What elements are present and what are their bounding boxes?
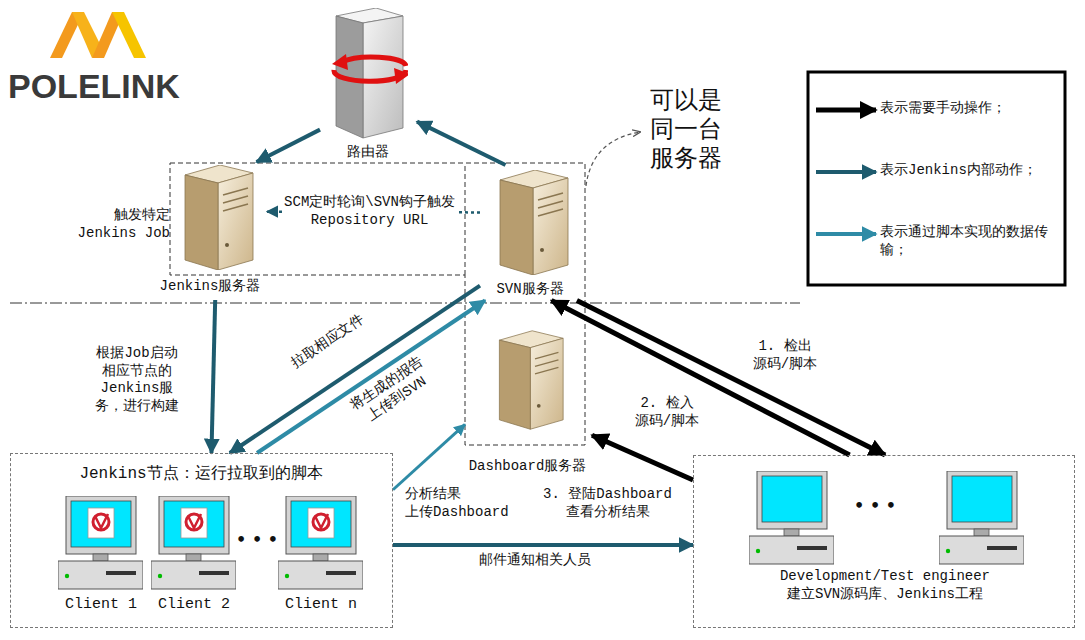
drawing-part	[939, 471, 1024, 564]
node-label: Client n	[276, 596, 366, 615]
computer-icon	[175, 165, 255, 270]
node-label: Client 1	[56, 596, 146, 615]
flow-arrow	[257, 130, 320, 162]
flow-arrow	[551, 301, 849, 456]
node-label: Jenkins服务器	[155, 278, 265, 296]
node-label: Jenkins节点：运行拉取到的脚本	[11, 464, 391, 484]
flow-arrow	[577, 301, 885, 456]
drawing-part	[278, 496, 363, 589]
router-node: 路由器	[320, 8, 417, 168]
edge-label: 2. 检入 源码/脚本	[632, 395, 702, 430]
flow-arrow	[257, 301, 485, 454]
jenkins-node-group: Jenkins节点：运行拉取到的脚本 Client 1Client 2 Client…	[10, 453, 393, 628]
node-label: Dashboard服务器	[465, 458, 590, 476]
client-computer: Client n	[276, 496, 368, 618]
note-text: 可以是同一台服务器	[650, 86, 730, 172]
computer-icon	[58, 496, 143, 591]
drawing-part	[151, 496, 236, 589]
drawing-part	[170, 163, 585, 445]
drawing-part	[500, 170, 568, 275]
ellipsis-mark: • • •	[232, 530, 282, 549]
node-label: SVN服务器	[480, 281, 580, 299]
logo-text: POLELINK	[8, 66, 208, 107]
dashed-groups	[170, 163, 585, 445]
computer-icon	[490, 170, 570, 275]
legend-text: 表示Jenkins内部动作；	[880, 162, 1055, 180]
node-label: 路由器	[320, 144, 415, 162]
legend-box	[808, 72, 1065, 285]
edge-label: 根据Job启动相应节点的Jenkins服务，进行构建	[92, 345, 182, 415]
edge-label: 邮件通知相关人员	[465, 552, 605, 570]
engineer-group: Development/Test engineer 建立SVN源码库、Jenki…	[693, 455, 1075, 628]
drawing-part	[332, 8, 410, 138]
node-label: Client 2	[149, 596, 239, 615]
legend-text: 表示通过脚本实现的数据传输；	[880, 224, 1055, 259]
drawing-part	[499, 331, 563, 429]
jenkins-server: 触发特定 Jenkins JobJenkins服务器	[70, 162, 267, 300]
drawing-part	[185, 165, 253, 270]
drawing-part	[58, 496, 143, 589]
drawing-part	[465, 163, 466, 275]
flow-arrow	[417, 122, 506, 165]
dashboard-server: Dashboard服务器	[465, 325, 592, 478]
node-label: 触发特定 Jenkins Job	[70, 207, 170, 242]
separator-line	[10, 303, 800, 304]
flow-arrow	[393, 424, 465, 489]
computer-icon	[749, 471, 834, 566]
legend-sample	[816, 232, 876, 236]
drawing-part	[749, 471, 834, 564]
node-label: Development/Test engineer 建立SVN源码库、Jenki…	[775, 568, 995, 603]
drawing-part	[112, 12, 146, 58]
flow-arrow	[230, 286, 480, 453]
edge-label: 分析结果 上传Dashboard	[405, 486, 515, 521]
client-computer: Client 1	[56, 496, 148, 618]
legend-sample	[816, 108, 876, 113]
logo-mark	[50, 12, 146, 58]
client-computer: Client 2	[149, 496, 241, 618]
legend-sample	[816, 170, 876, 174]
ellipsis-mark: • • •	[850, 496, 900, 515]
flow-arrow	[211, 300, 215, 453]
edge-label: SCM定时轮询\SVN钩子触发 Repository URL	[282, 194, 457, 229]
edge-label: 拉取相应文件	[286, 309, 370, 374]
computer-icon	[278, 496, 363, 591]
edge-label: 将生成的报告上传到SVN	[344, 351, 440, 431]
svn-server: SVN服务器	[480, 165, 582, 301]
callout-line	[586, 132, 640, 186]
computer-icon	[490, 330, 565, 430]
flow-arrow	[393, 543, 693, 547]
flow-arrow	[592, 435, 693, 480]
legend-text: 表示需要手动操作；	[880, 100, 1055, 118]
computer-icon	[939, 471, 1024, 566]
computer-icon	[151, 496, 236, 591]
edge-label: 3. 登陆Dashboard 查看分析结果	[540, 486, 675, 521]
edge-label: 1. 检出 源码/脚本	[750, 338, 820, 373]
computer-icon	[328, 8, 408, 140]
